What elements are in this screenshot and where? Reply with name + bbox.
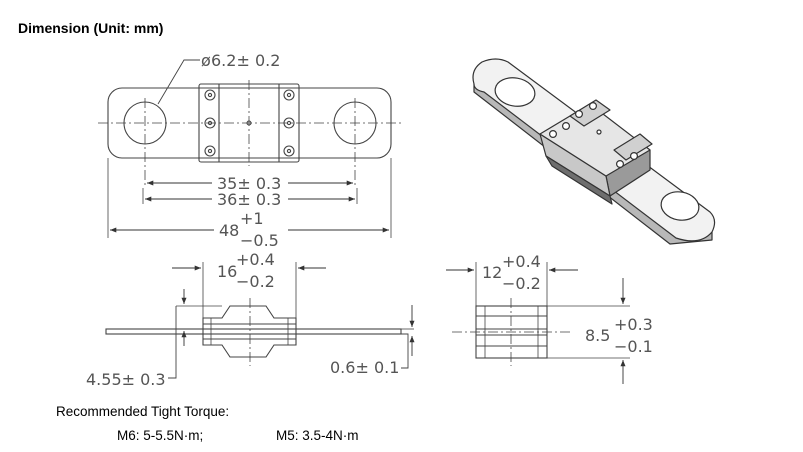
torque-m6: M6: 5-5.5N·m; [117, 428, 204, 443]
hole-diameter-label: 6.2± 0.2 [211, 51, 280, 70]
torque-title: Recommended Tight Torque: [56, 404, 230, 419]
dim-48-base: 48 [219, 221, 239, 240]
side-view [452, 262, 630, 366]
dim-85-plus: +0.3 [614, 315, 653, 334]
hole-diameter-symbol: ø [201, 51, 211, 70]
side-view-dimension-lines [446, 267, 626, 384]
front-view [105, 262, 414, 379]
top-view-dimension-lines [110, 180, 389, 233]
dim-16-plus: +0.4 [236, 250, 275, 269]
iso-hole-left [494, 77, 536, 107]
front-view-plate [105, 328, 402, 335]
top-view [98, 59, 402, 238]
dim-85-base: 8.5 [585, 326, 610, 345]
dim-85-minus: −0.1 [614, 337, 653, 356]
dim-455-label: 4.55± 0.3 [86, 370, 166, 389]
dimension-heading: Dimension (Unit: mm) [18, 20, 164, 36]
torque-m5: M5: 3.5-4N·m [276, 428, 359, 443]
dim-48-minus: −0.5 [240, 231, 279, 250]
front-view-body [202, 305, 297, 358]
dim-12-minus: −0.2 [502, 274, 541, 293]
dim-35-label: 35± 0.3 [217, 174, 281, 193]
dim-12-base: 12 [482, 263, 502, 282]
dim-36-label: 36± 0.3 [217, 190, 281, 209]
iso-hole-right [660, 191, 700, 221]
dim-16-minus: −0.2 [236, 272, 275, 291]
front-view-dimension-lines [172, 265, 415, 356]
dim-06-label: 0.6± 0.1 [330, 358, 399, 377]
dim-16-base: 16 [217, 262, 237, 281]
isometric-fuse-view [472, 58, 716, 245]
dim-12-plus: +0.4 [502, 252, 541, 271]
iso-screws [548, 101, 638, 169]
dim-48-plus: +1 [240, 209, 264, 228]
